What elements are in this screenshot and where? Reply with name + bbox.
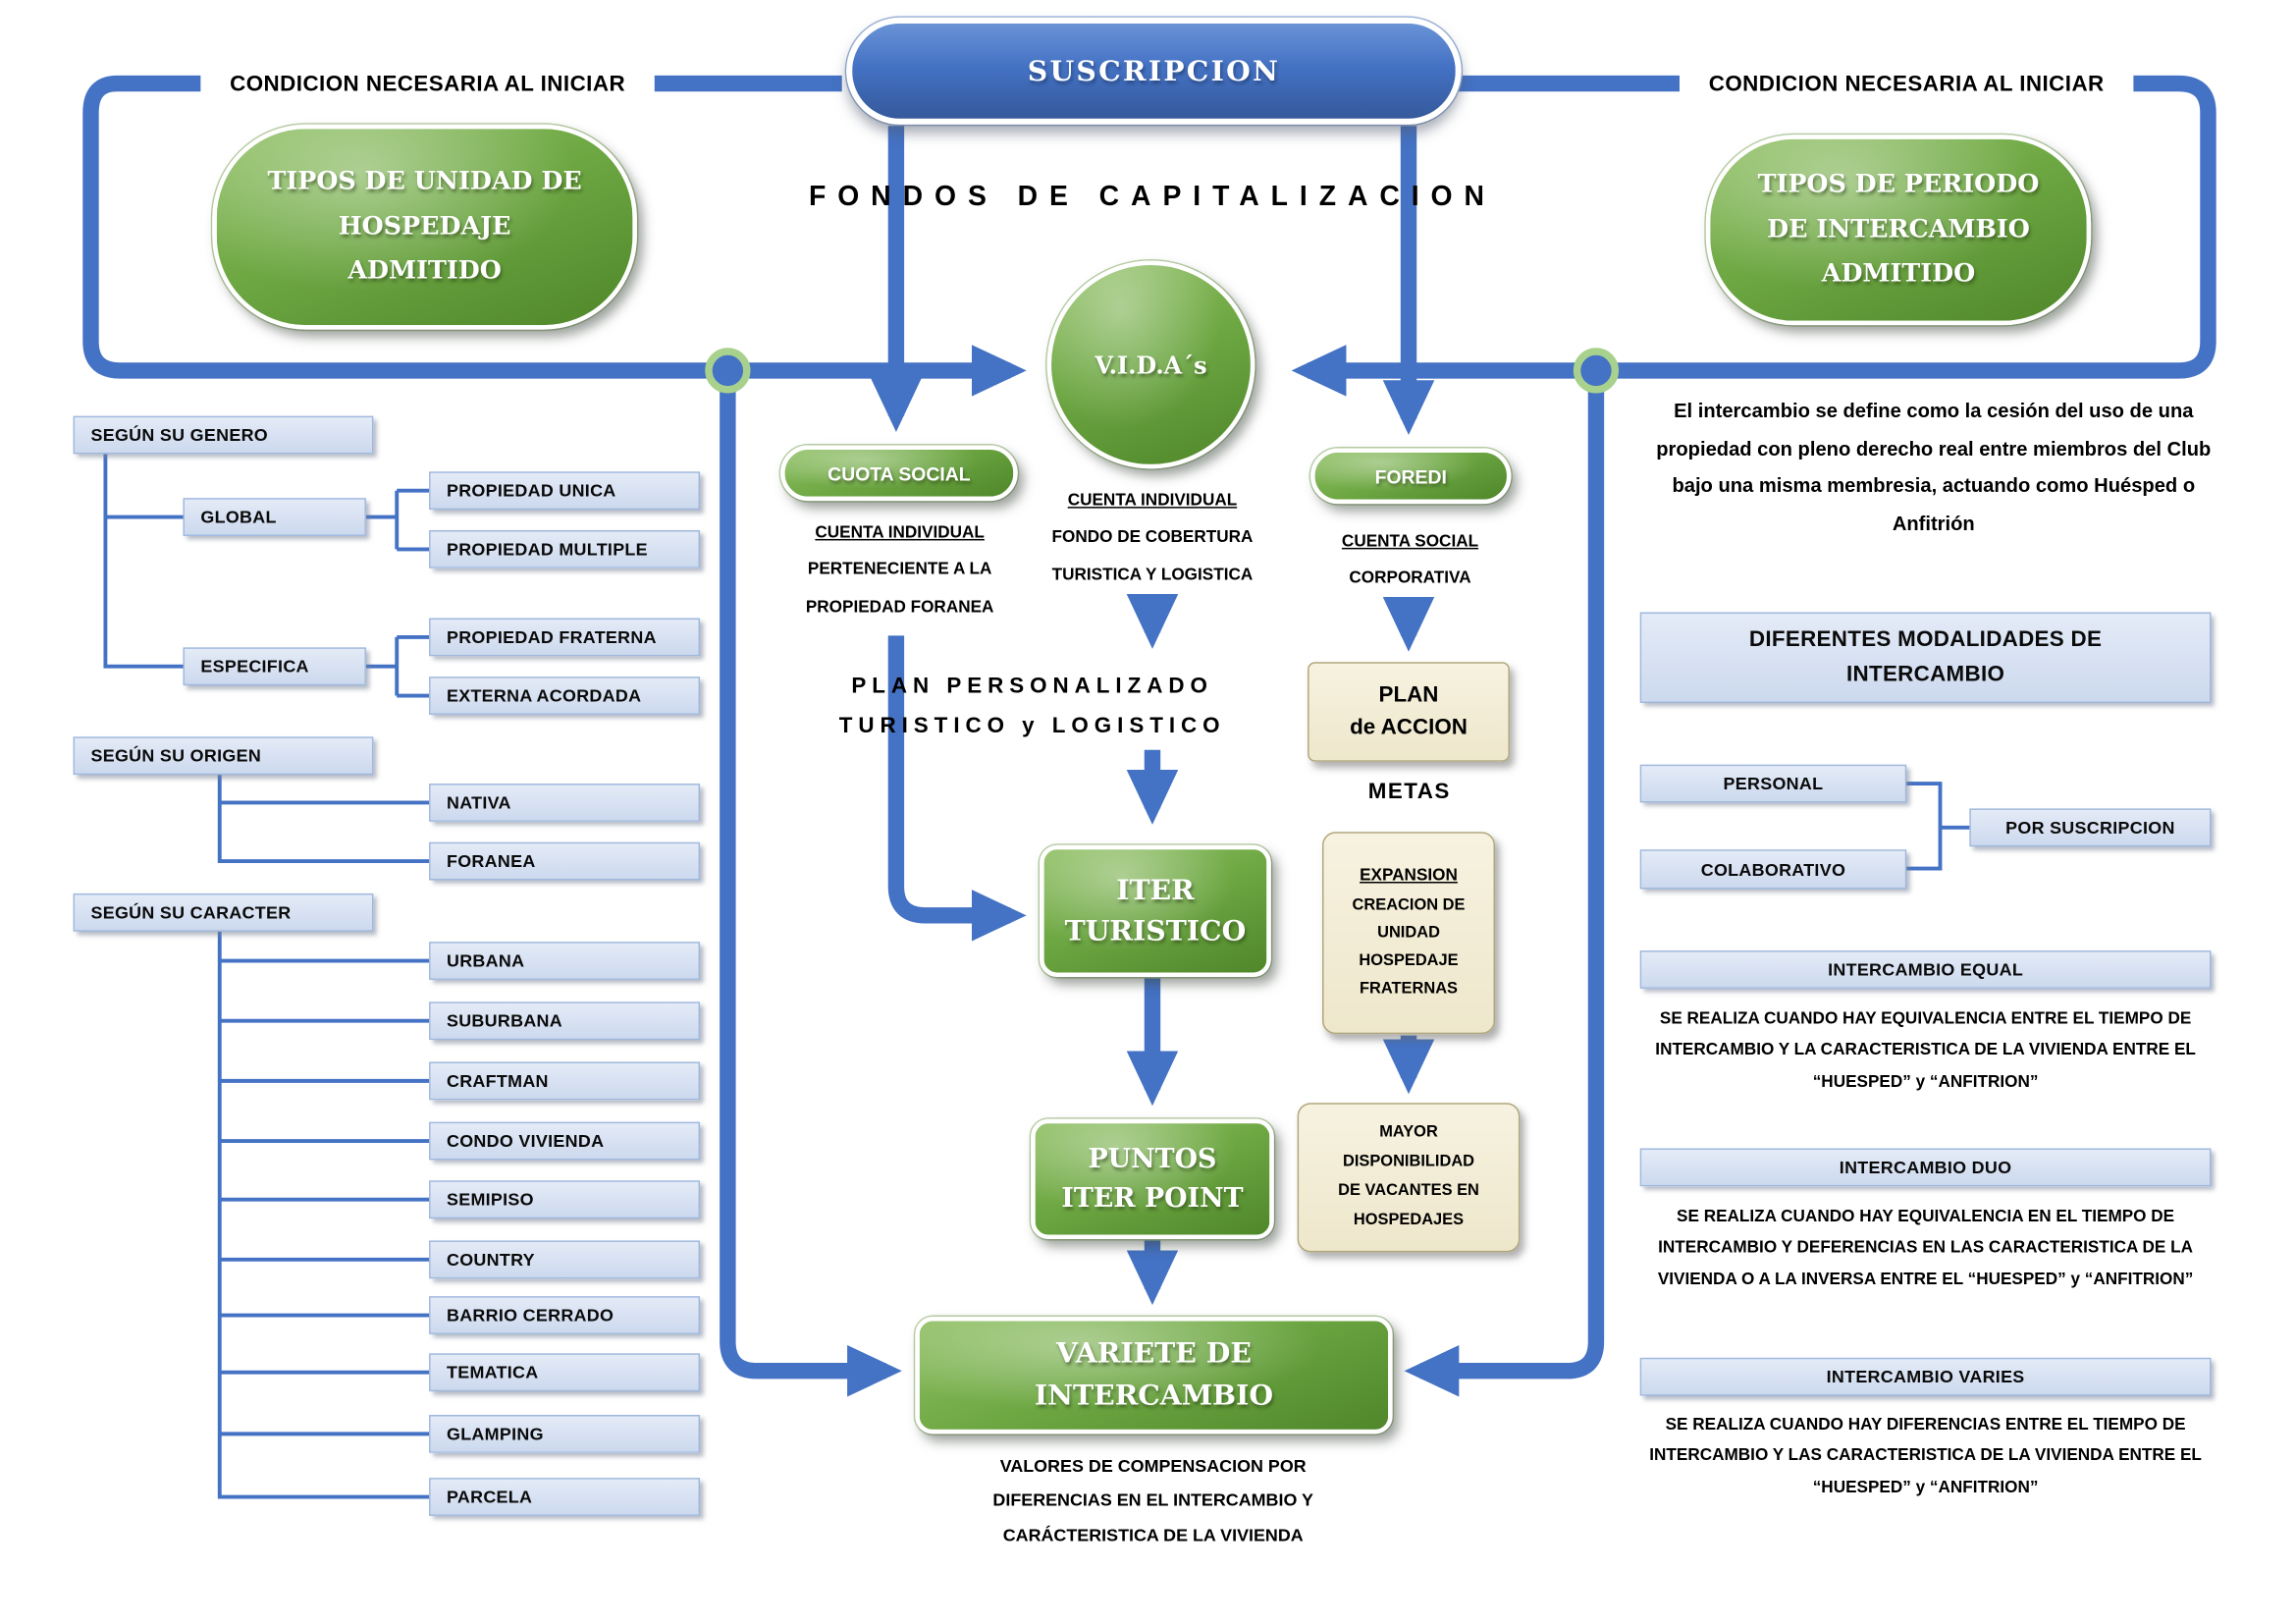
cuota-caption-line1: CUENTA INDIVIDUAL [815, 524, 985, 542]
foredi-caption: CUENTA SOCIAL CORPORATIVA [1299, 524, 1522, 598]
parcela-box: PARCELA [429, 1478, 701, 1516]
por-suscripcion-box: POR SUSCRIPCION [1969, 808, 2212, 847]
plan-accion-box: PLAN de ACCION [1308, 662, 1510, 762]
global-box: GLOBAL [183, 498, 366, 536]
expansion-line4: FRATERNAS [1360, 980, 1458, 999]
vida-caption-line3: TURISTICA Y LOGISTICA [1051, 566, 1254, 584]
mayor-disponibilidad-box: MAYOR DISPONIBILIDAD DE VACANTES EN HOSP… [1297, 1103, 1521, 1253]
tematica-box: TEMATICA [429, 1353, 701, 1392]
valores-caption: VALORES DE COMPENSACION POR DIFERENCIAS … [879, 1450, 1427, 1553]
colaborativo-box: COLABORATIVO [1639, 849, 1907, 890]
plan-accion-line2: de ACCION [1350, 714, 1468, 740]
segun-caracter-header: SEGÚN SU CARACTER [73, 893, 374, 932]
modalidades-line1: DIFERENTES MODALIDADES DE [1748, 626, 2103, 652]
expansion-title: EXPANSION [1360, 867, 1458, 886]
expansion-line2: UNIDAD [1377, 923, 1440, 942]
thick-arrow-lines [82, 75, 2216, 1397]
valores-line3: CARÁCTERISTICA DE LA VIVIENDA [1002, 1524, 1304, 1545]
vida-caption: CUENTA INDIVIDUAL FONDO DE COBERTURA TUR… [1021, 483, 1285, 594]
tipos-unidad-shape: TIPOS DE UNIDAD DE HOSPEDAJE ADMITIDO [212, 124, 637, 330]
segun-origen-header: SEGÚN SU ORIGEN [73, 736, 374, 776]
condo-vivienda-box: CONDO VIVIENDA [429, 1121, 701, 1161]
intercambio-duo-desc: SE REALIZA CUANDO HAY EQUIVALENCIA EN EL… [1657, 1208, 2194, 1288]
tipos-periodo-line3: ADMITIDO [1821, 259, 1976, 290]
puntos-iter-point-box: PUNTOS ITER POINT [1031, 1118, 1274, 1239]
vida-caption-line2: FONDO DE COBERTURA [1051, 528, 1254, 547]
foredi-pill: FOREDI [1310, 448, 1512, 505]
tipos-unidad-line2: HOSPEDAJE [338, 211, 511, 242]
mayor-line4: HOSPEDAJES [1353, 1211, 1465, 1229]
variete-line1: VARIETE DE [1055, 1336, 1252, 1370]
expansion-box: EXPANSION CREACION DE UNIDAD HOSPEDAJE F… [1322, 832, 1496, 1035]
plan-personalizado-line1: PLAN PERSONALIZADO [851, 674, 1213, 699]
cuota-social-caption: CUENTA INDIVIDUAL PERTENECIENTE A LA PRO… [772, 515, 1028, 626]
condicion-left-label: CONDICION NECESARIA AL INICIAR [200, 64, 655, 103]
mayor-line1: MAYOR [1379, 1123, 1438, 1142]
segun-genero-header: SEGÚN SU GENERO [73, 415, 374, 455]
especifica-box: ESPECIFICA [183, 647, 366, 686]
expansion-line3: HOSPEDAJE [1359, 951, 1459, 970]
semipiso-box: SEMIPISO [429, 1180, 701, 1219]
propiedad-fraterna-box: PROPIEDAD FRATERNA [429, 618, 701, 657]
urbana-box: URBANA [429, 942, 701, 980]
intercambio-duo-header: INTERCAMBIO DUO [1639, 1148, 2212, 1187]
tipos-periodo-line1: TIPOS DE PERIODO [1757, 170, 2040, 200]
intercambio-intro-text: El intercambio se define como la cesión … [1656, 400, 2212, 535]
externa-acordada-box: EXTERNA ACORDADA [429, 677, 701, 715]
tipos-periodo-shape: TIPOS DE PERIODO DE INTERCAMBIO ADMITIDO [1705, 135, 2092, 326]
propiedad-unica-box: PROPIEDAD UNICA [429, 471, 701, 511]
country-box: COUNTRY [429, 1240, 701, 1279]
puntos-line1: PUNTOS [1088, 1144, 1217, 1175]
foredi-caption-line2: CORPORATIVA [1349, 569, 1471, 588]
vida-caption-line1: CUENTA INDIVIDUAL [1067, 492, 1238, 511]
tipos-unidad-line3: ADMITIDO [347, 256, 502, 287]
foredi-caption-line1: CUENTA SOCIAL [1341, 532, 1479, 551]
nativa-box: NATIVA [429, 784, 701, 822]
modalidades-line2: INTERCAMBIO [1846, 662, 2005, 687]
foranea-box: FORANEA [429, 841, 701, 881]
tree-lines [103, 454, 1970, 1499]
cuota-caption-line2: PERTENECIENTE A LA [807, 561, 992, 579]
personal-box: PERSONAL [1639, 764, 1907, 803]
plan-personalizado-title: PLAN PERSONALIZADO TURISTICO y LOGISTICO [791, 667, 1274, 746]
iter-line2: TURISTICO [1064, 915, 1247, 948]
valores-line1: VALORES DE COMPENSACION POR [999, 1455, 1307, 1477]
tipos-unidad-line1: TIPOS DE UNIDAD DE [267, 167, 582, 197]
expansion-line1: CREACION DE [1352, 895, 1466, 914]
variete-line2: INTERCAMBIO [1034, 1380, 1274, 1412]
suscripcion-pill: SUSCRIPCION [846, 17, 1462, 125]
modalidades-header: DIFERENTES MODALIDADES DE INTERCAMBIO [1639, 612, 2212, 704]
plan-personalizado-line2: TURISTICO y LOGISTICO [838, 713, 1226, 738]
intercambio-equal-header: INTERCAMBIO EQUAL [1639, 950, 2212, 989]
fondos-title: FONDOS DE CAPITALIZACION [808, 181, 1496, 213]
iter-turistico-box: ITER TURISTICO [1040, 844, 1271, 977]
intercambio-varies-header: INTERCAMBIO VARIES [1639, 1357, 2212, 1396]
iter-line1: ITER [1116, 873, 1195, 906]
mayor-line3: DE VACANTES EN [1338, 1181, 1479, 1200]
intercambio-varies-desc: SE REALIZA CUANDO HAY DIFERENCIAS ENTRE … [1649, 1416, 2202, 1496]
tipos-periodo-line2: DE INTERCAMBIO [1767, 214, 2030, 244]
plan-accion-line1: PLAN [1378, 681, 1439, 707]
cuota-social-pill: CUOTA SOCIAL [780, 445, 1018, 502]
cuota-caption-line3: PROPIEDAD FORANEA [805, 598, 994, 617]
glamping-box: GLAMPING [429, 1414, 701, 1453]
barrio-cerrado-box: BARRIO CERRADO [429, 1296, 701, 1334]
metas-title: METAS [1367, 779, 1451, 804]
mayor-line2: DISPONIBILIDAD [1343, 1153, 1475, 1171]
junction-nodes [705, 348, 1620, 394]
condicion-right-label: CONDICION NECESARIA AL INICIAR [1679, 64, 2134, 103]
craftman-box: CRAFTMAN [429, 1061, 701, 1101]
propiedad-multiple-box: PROPIEDAD MULTIPLE [429, 529, 701, 568]
intercambio-equal-desc: SE REALIZA CUANDO HAY EQUIVALENCIA ENTRE… [1655, 1010, 2196, 1091]
valores-line2: DIFERENCIAS EN EL INTERCAMBIO Y [992, 1489, 1313, 1511]
suburbana-box: SUBURBANA [429, 1001, 701, 1041]
vida-circle: V.I.D.A´s [1046, 260, 1255, 469]
variete-intercambio-box: VARIETE DE INTERCAMBIO [915, 1317, 1393, 1435]
puntos-line2: ITER POINT [1061, 1183, 1244, 1215]
